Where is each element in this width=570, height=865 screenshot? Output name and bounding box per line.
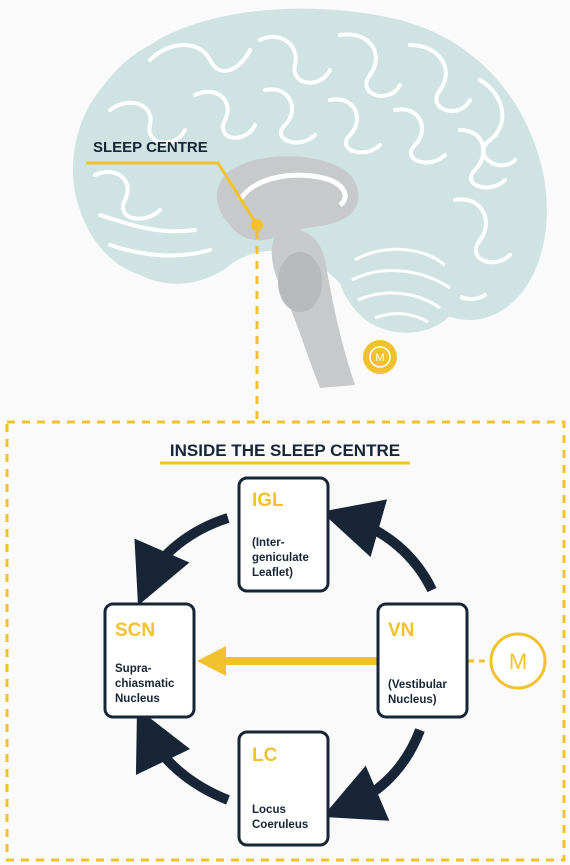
- cerebellum: [336, 218, 464, 333]
- corpus-callosum: [237, 172, 348, 208]
- node-igl-abbr: IGL: [252, 490, 284, 511]
- pons: [278, 252, 322, 312]
- node-scn-line-1: Supra-: [115, 663, 152, 675]
- brain-illustration: SLEEP CENTRE M: [72, 8, 547, 388]
- node-lc: LC Locus Coeruleus: [237, 730, 330, 847]
- cycle-arrows: [134, 499, 437, 821]
- m-badge-large: M: [489, 632, 547, 690]
- node-igl-line-2: geniculate: [252, 552, 309, 564]
- node-lc-abbr: LC: [252, 745, 278, 766]
- node-vn-abbr: VN: [388, 620, 414, 641]
- node-lc-line-2: Coeruleus: [252, 819, 308, 831]
- node-vn: VN (Vestibular Nucleus): [376, 602, 469, 719]
- node-igl: IGL (Inter- geniculate Leaflet): [237, 476, 330, 593]
- m-badge-small: M: [363, 340, 397, 374]
- node-vn-line-1: (Vestibular: [388, 679, 447, 691]
- node-igl-line-1: (Inter-: [252, 537, 285, 549]
- arrow-lc-to-scn: [135, 707, 230, 805]
- node-scn: SCN Supra- chiasmatic Nucleus: [103, 602, 196, 719]
- arrow-vn-to-lc: [322, 728, 425, 821]
- inset-title: INSIDE THE SLEEP CENTRE: [170, 441, 400, 460]
- arrow-vn-to-igl: [321, 499, 437, 593]
- node-vn-line-2: Nucleus): [388, 694, 437, 706]
- node-scn-abbr: SCN: [115, 620, 155, 641]
- brain-folds: [93, 32, 517, 301]
- node-scn-line-3: Nucleus: [115, 693, 160, 705]
- arrow-vn-to-scn: [197, 646, 377, 676]
- arrow-igl-to-scn: [134, 513, 230, 606]
- sleep-centre-callout-line: [86, 161, 259, 226]
- m-badge-large-letter: M: [509, 649, 527, 674]
- node-lc-line-1: Locus: [252, 804, 286, 816]
- sleep-centre-label: SLEEP CENTRE: [93, 139, 208, 156]
- node-igl-line-3: Leaflet): [252, 567, 293, 579]
- inset-frame: [5, 420, 566, 862]
- node-scn-line-2: chiasmatic: [115, 678, 175, 690]
- m-badge-small-letter: M: [375, 352, 384, 364]
